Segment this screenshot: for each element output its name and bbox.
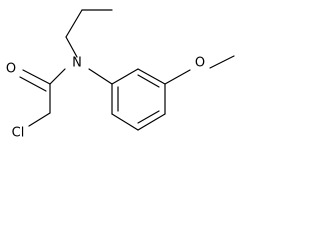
bond-ring-o-methoxy [164, 69, 191, 85]
ring-bond-2 [137, 68, 166, 85]
chemical-structure: O N Cl O [6, 9, 235, 141]
bond-ch2-cl [28, 112, 51, 127]
bond-n-propyl1 [65, 36, 78, 58]
ring-inner-bond-2 [137, 110, 160, 124]
atom-label-chlorine: Cl [12, 126, 25, 141]
atom-label-methoxy-oxygen: O [195, 56, 205, 71]
bond-o-methyl [209, 55, 235, 69]
atom-label-nitrogen: N [72, 56, 82, 71]
ring-bond-4 [137, 113, 166, 131]
atom-label-carbonyl-oxygen: O [6, 62, 16, 77]
bond-propyl1-propyl2 [65, 9, 83, 38]
ring-bond-5 [111, 113, 139, 131]
bond-carbonyl-o-1 [22, 69, 51, 85]
ring-inner-bond-1 [137, 74, 160, 88]
ring-bond-1 [111, 68, 139, 85]
bond-carbonyl-o-2 [19, 76, 47, 92]
bond-n-carbonyl [49, 68, 66, 85]
bond-n-ring [88, 68, 113, 85]
